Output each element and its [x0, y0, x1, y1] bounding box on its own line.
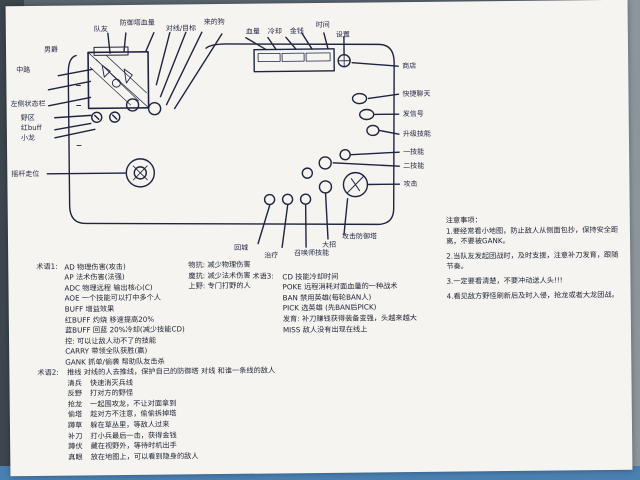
label-red-buff: 红buff — [20, 123, 42, 133]
term-val: 一起围攻龙，不让对面拿到 — [90, 398, 177, 409]
icon-d — [147, 102, 162, 116]
label-quick-chat: 快捷聊天 — [402, 89, 431, 99]
heal — [299, 193, 312, 205]
term-val: 藏在视野外，等待时机出手 — [90, 440, 177, 451]
label-upgrade: 升级技能 — [402, 129, 431, 139]
label-hp: 血量 — [245, 27, 260, 36]
label-minimap-top: 对线/目标 — [165, 24, 197, 33]
label-ult: 大招 — [322, 240, 337, 249]
skill-4 — [339, 149, 351, 161]
terms-d: 术语2: 推线 对线的人去推线，保护自己的防御塔 对线 和谁一条线的敌人 清兵快… — [37, 365, 276, 463]
term-line: POKE 远程消耗对面血量的一种战术 — [282, 281, 398, 292]
label-middle: 中路 — [16, 66, 31, 75]
skill-2 — [301, 167, 314, 179]
terms-c: 术语3: CD 技能冷却时间 POKE 远程消耗对面血量的一种战术 BAN 禁用… — [252, 270, 417, 336]
label-recall-skill: 召唤师技能 — [294, 248, 330, 258]
btn-upgrade — [366, 124, 380, 137]
terms-b: 物抗: 减少物理伤害 魔抗: 减少法术伤害 上野: 专门打野的人 — [188, 260, 251, 292]
label-sheet-dog: 来的狗 — [203, 17, 225, 27]
label-blue-buff: 男爵 — [43, 45, 59, 54]
label-attack: 攻击 — [403, 179, 418, 189]
label-target-tower: 攻击防御塔 — [341, 232, 378, 241]
term-key: 反野 — [67, 388, 83, 398]
minimap-header — [93, 46, 129, 56]
joystick-outer — [125, 158, 156, 188]
skill-3 — [318, 180, 333, 194]
term-line: 上野: 专门打野的人 — [188, 280, 251, 291]
term-line: MISS 敌人没有出现在线上 — [282, 324, 368, 334]
btn-chat — [351, 92, 368, 105]
note-4: 4.看见敌方野怪刷新后及时入侵，抢龙或者大龙团战。 — [446, 289, 619, 301]
label-tower-hp: 防御塔血量 — [119, 18, 155, 28]
icon-a — [91, 111, 103, 124]
term-line: 发育: 补刀赚钱获得装备变强，头越来越大 — [282, 312, 417, 324]
term-key: 抢龙 — [67, 399, 83, 409]
term-val: 打对方的野怪 — [89, 388, 134, 398]
terms-a: 术语1: AD 物理伤害(攻击) AP 法术伤害(法强) ADC 物理远程 输出… — [36, 260, 185, 368]
term-key: 偷塔 — [67, 409, 83, 420]
note-3: 3.一定要看清楚，不要冲动送人头!!! — [446, 275, 563, 286]
paper-sheet: 男爵 中路 左侧状态栏 野区 红buff 小龙 摇杆走位 队友 防御塔血量 对线… — [5, 0, 633, 477]
icon-b — [109, 111, 121, 123]
note-1: 1.要经常看小地图，防止敌人从侧面包抄，保持安全距离，不要被GANK。 — [445, 224, 619, 246]
label-skill-1: 一技能 — [403, 147, 425, 157]
label-return-base: 回城 — [234, 243, 249, 252]
term-val: 趁对方不注意，偷偷拆掉塔 — [90, 408, 177, 419]
skill-1 — [318, 156, 332, 170]
label-money: 金钱 — [289, 27, 304, 36]
term-val: 放在地图上，可以看到隐身的敌人 — [90, 451, 199, 462]
label-time: 时间 — [315, 20, 330, 30]
term-val: 打小兵最后一击，获得金钱 — [90, 430, 177, 440]
notes-block: 注意事项： 1.要经常看小地图，防止敌人从侧面包抄，保持安全距离，不要被GANK… — [446, 214, 625, 302]
label-skill-2: 二技能 — [403, 161, 425, 171]
phone-outline — [67, 43, 395, 226]
label-dragon: 小龙 — [20, 133, 35, 143]
terms-d-header: 推线 对线的人去推线，保护自己的防御塔 对线 和谁一条线的敌人 — [67, 365, 276, 377]
minimap — [87, 50, 150, 110]
term-key: 补刀 — [68, 431, 83, 441]
label-heal: 治疗 — [264, 251, 279, 260]
term-key: 清兵 — [67, 378, 82, 388]
term-line: 物抗: 减少物理伤害 — [188, 259, 251, 270]
term-key: 蹲草 — [67, 420, 83, 430]
label-signal: 发信号 — [402, 109, 424, 119]
btn-signal — [359, 108, 375, 121]
label-status-bar: 左侧状态栏 — [10, 99, 46, 109]
icon-c — [125, 98, 140, 112]
recall — [281, 193, 294, 206]
label-settings: 设置 — [335, 30, 350, 39]
joystick-inner — [133, 166, 148, 180]
label-jungle: 野区 — [20, 113, 35, 123]
term-key: 真眼 — [68, 452, 83, 462]
hud-sketch — [46, 31, 401, 249]
terms-d-title: 术语2: — [37, 367, 59, 377]
note-2: 2.当队友发起团战时，及时支援，注意补刀发育，跟随节奏。 — [446, 249, 619, 272]
summoner — [263, 193, 276, 206]
label-cd: 冷却 — [267, 27, 282, 36]
term-line: 魔抗: 减少法术伤害 — [188, 270, 251, 280]
term-val: 躲在草丛里，等敌人过来 — [90, 419, 170, 430]
term-line: 蓝BUFF 回蓝 20%冷却(减少技能CD) — [64, 324, 185, 335]
label-teammate: 队友 — [93, 25, 108, 34]
label-shop: 商店 — [402, 61, 417, 71]
score-panel — [253, 48, 335, 73]
term-key: 蹲伏 — [68, 441, 83, 451]
term-val: 快速消灭兵线 — [89, 377, 134, 388]
label-joystick: 摇杆走位 — [11, 169, 40, 179]
